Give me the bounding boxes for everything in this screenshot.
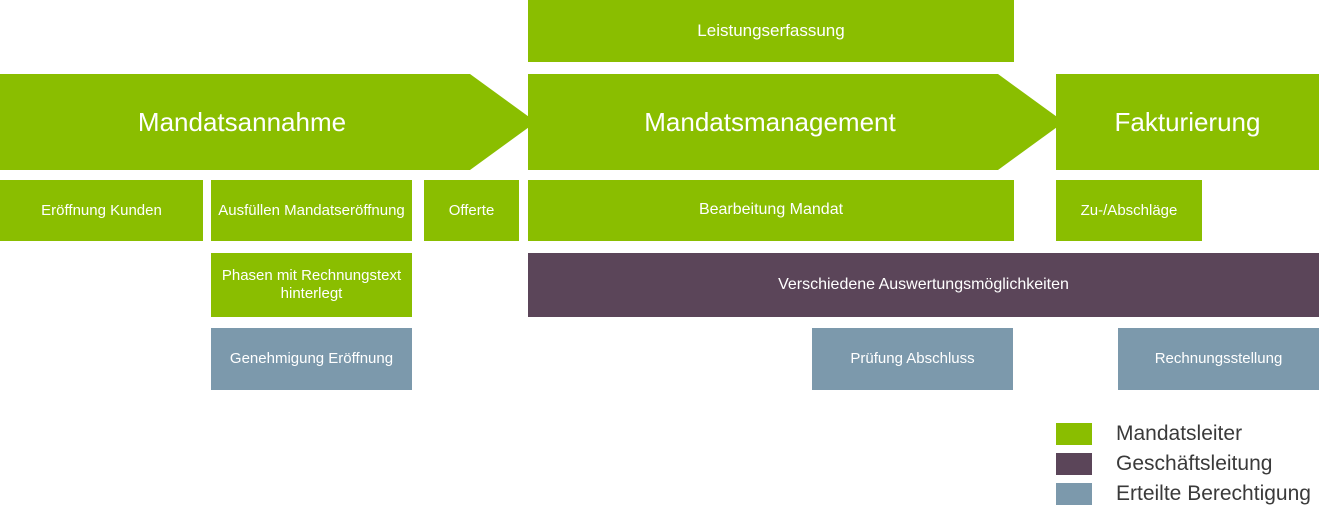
process-box-pruefung-abschluss[interactable]: Prüfung Abschluss <box>812 328 1013 390</box>
legend-label-erteilte-berechtigung: Erteilte Berechtigung <box>1116 482 1311 505</box>
phase-label-mandatsmanagement: Mandatsmanagement <box>644 106 896 137</box>
process-box-offerte[interactable]: Offerte <box>424 180 519 241</box>
legend: Mandatsleiter Geschäftsleitung Erteilte … <box>1056 419 1319 509</box>
phase-label-mandatsannahme: Mandatsannahme <box>137 106 347 137</box>
legend-item-mandatsleiter: Mandatsleiter <box>1056 419 1319 449</box>
legend-item-erteilte-berechtigung: Erteilte Berechtigung <box>1056 479 1319 509</box>
legend-swatch-purple-icon <box>1056 453 1092 475</box>
legend-swatch-green-icon <box>1056 423 1092 445</box>
process-box-rechnungsstellung[interactable]: Rechnungsstellung <box>1118 328 1319 390</box>
legend-label-geschaeftsleitung: Geschäftsleitung <box>1116 452 1273 475</box>
legend-item-geschaeftsleitung: Geschäftsleitung <box>1056 449 1319 479</box>
process-box-zu-abschlaege[interactable]: Zu-/Abschläge <box>1056 180 1202 241</box>
process-box-genehmigung-eroeffnung[interactable]: Genehmigung Eröffnung <box>211 328 412 390</box>
process-box-phasen-mit-rechnungstext-hinterlegt[interactable]: Phasen mit Rechnungstext hinterlegt <box>211 253 412 317</box>
phase-chevron-mandatsannahme[interactable]: Mandatsannahme <box>0 74 536 170</box>
legend-label-mandatsleiter: Mandatsleiter <box>1116 422 1243 445</box>
phase-label-fakturierung: Fakturierung <box>1114 106 1261 137</box>
process-box-verschiedene-auswertungsmoeglichkeiten[interactable]: Verschiedene Auswertungsmöglichkeiten <box>528 253 1319 317</box>
process-box-bearbeitung-mandat[interactable]: Bearbeitung Mandat <box>528 180 1014 241</box>
phase-box-fakturierung[interactable]: Fakturierung <box>1056 74 1319 170</box>
process-box-ausfuellen-mandatseroeffnung[interactable]: Ausfüllen Mandatseröffnung <box>211 180 412 241</box>
legend-swatch-blue-icon <box>1056 483 1092 505</box>
phase-chevron-mandatsmanagement[interactable]: Mandatsmanagement <box>528 74 1064 170</box>
phase-band: Mandatsannahme Mandatsmanagement Fakturi… <box>0 74 1319 170</box>
process-box-eroeffnung-kunden[interactable]: Eröffnung Kunden <box>0 180 203 241</box>
process-box-leistungserfassung[interactable]: Leistungserfassung <box>528 0 1014 62</box>
